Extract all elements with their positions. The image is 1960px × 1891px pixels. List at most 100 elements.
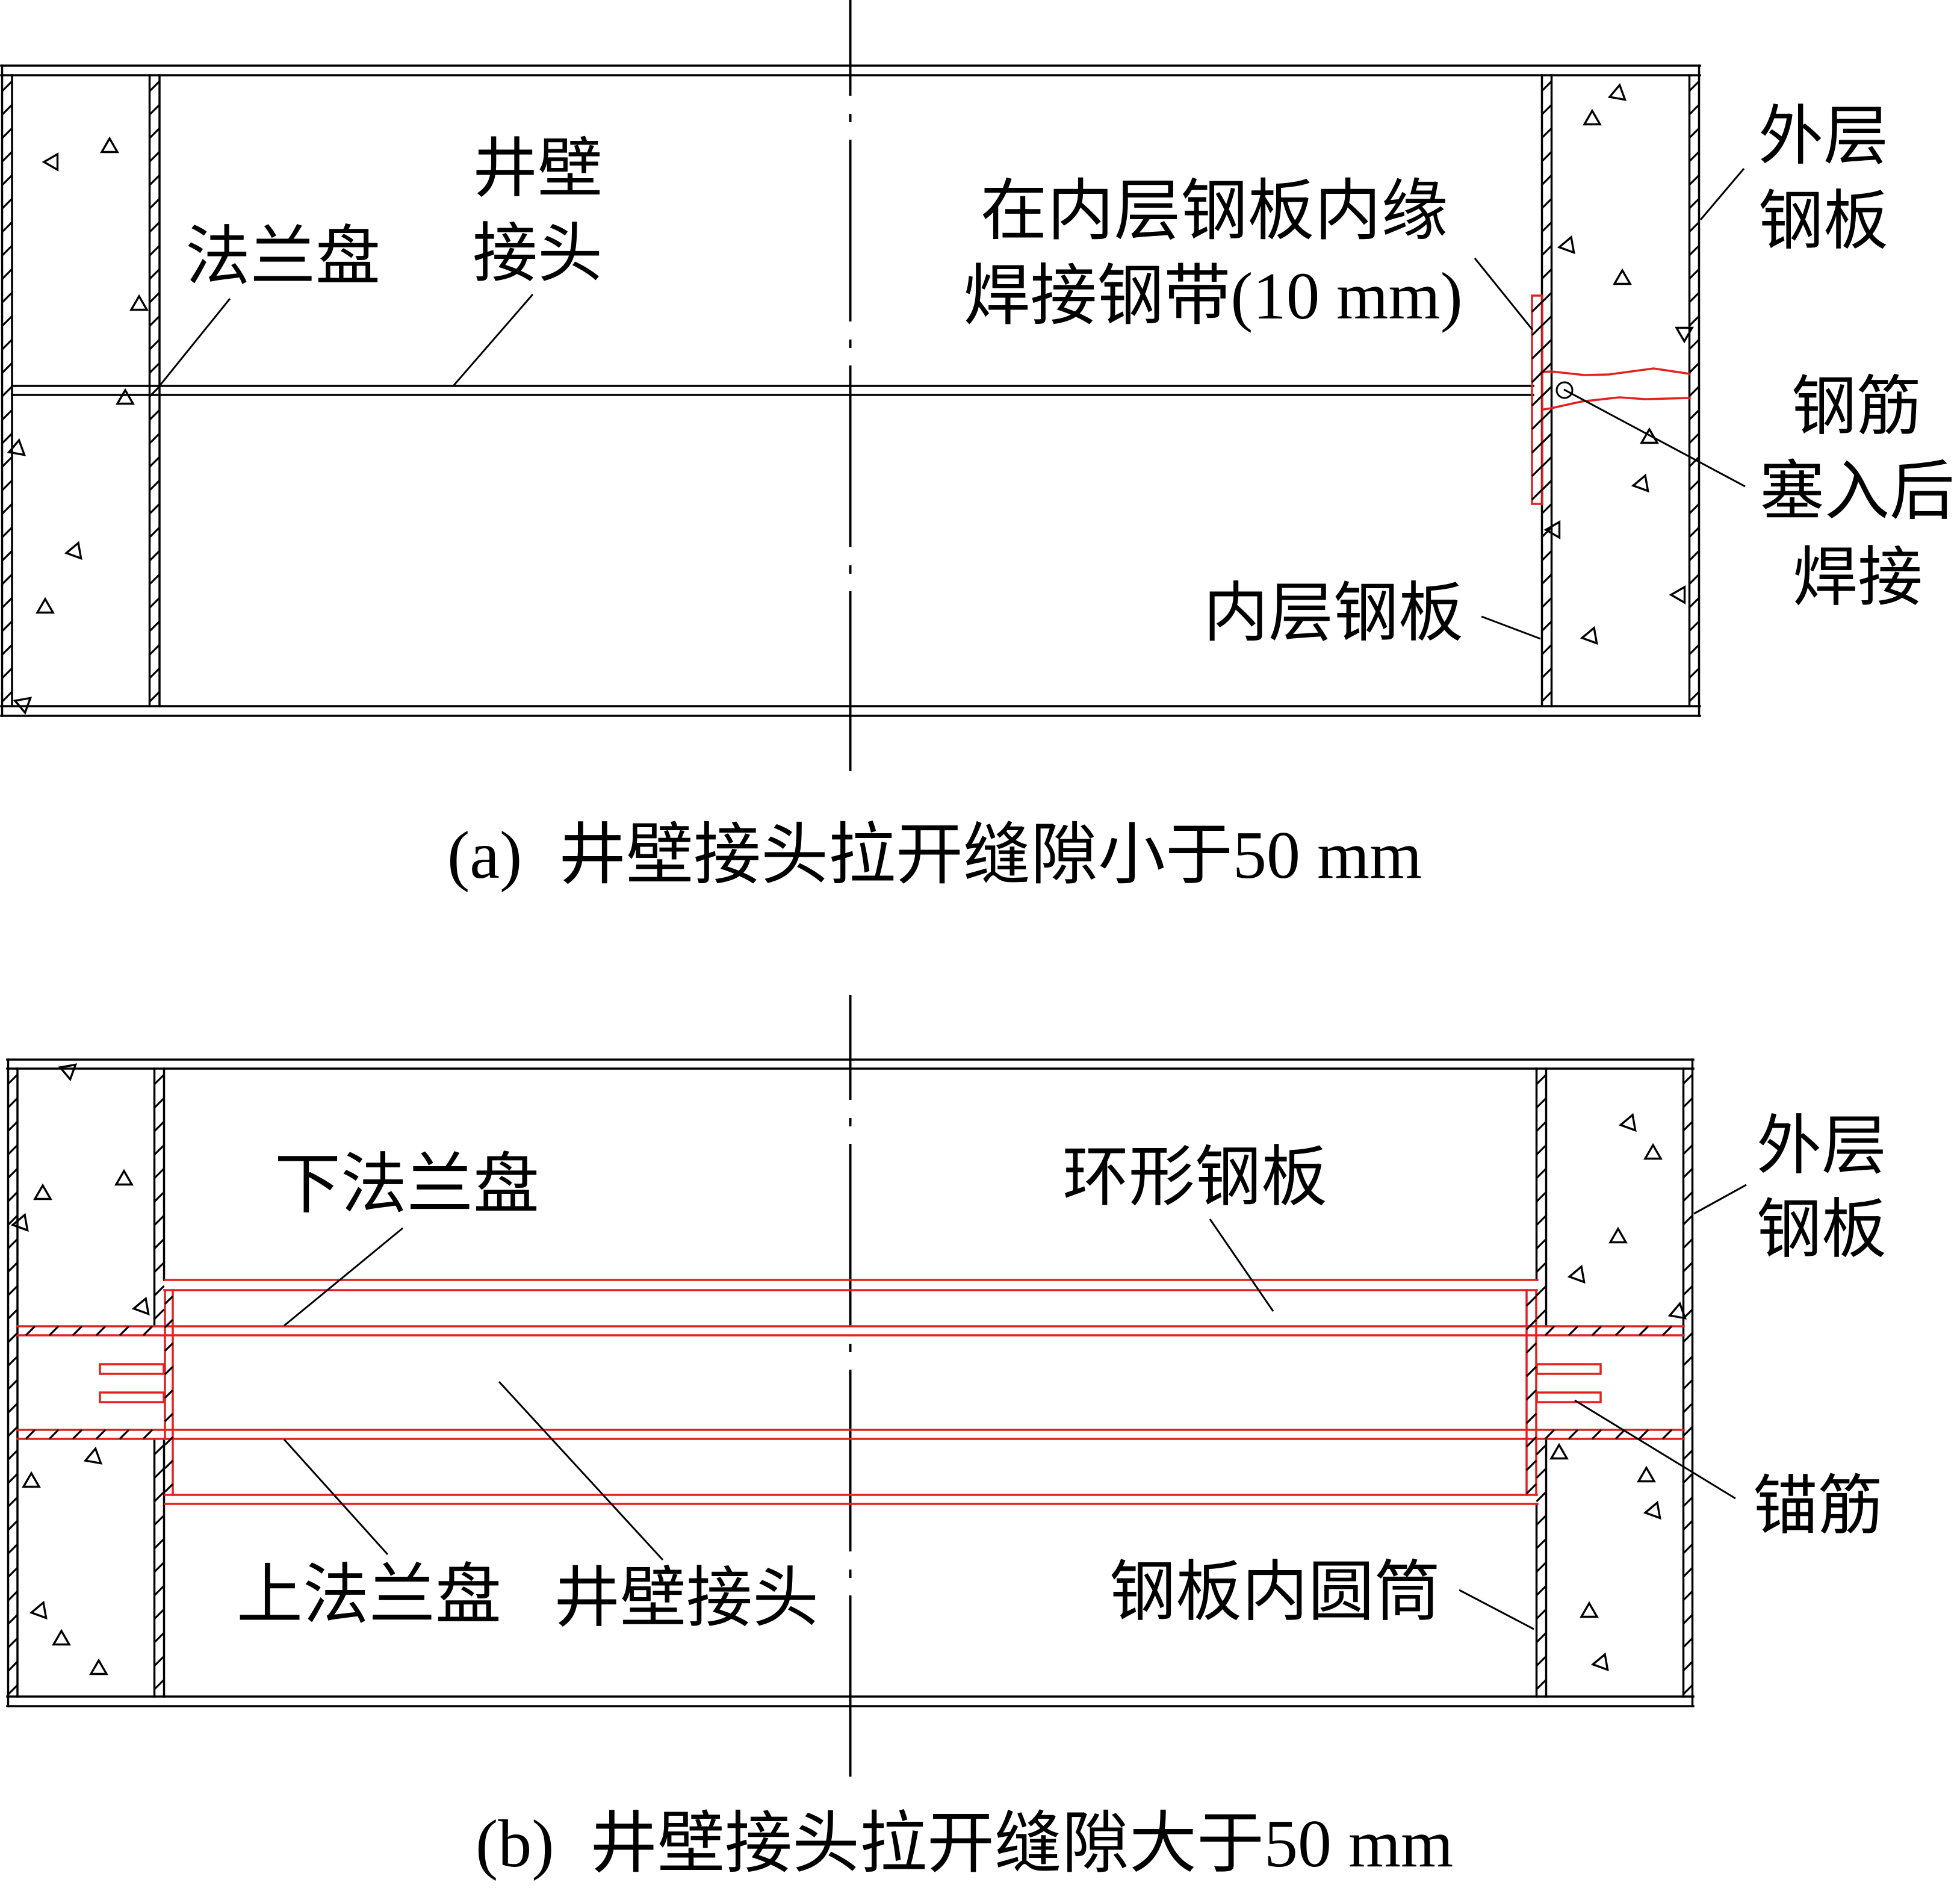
- hatch-line: [1536, 1144, 1547, 1156]
- aggregate-mark: [1608, 1226, 1628, 1244]
- aggregate-mark: [1557, 235, 1575, 255]
- hatch-line: [1, 221, 13, 233]
- label-inner-steel-cylinder: 钢板内圆筒: [1109, 1556, 1441, 1629]
- hatch-line: [1541, 691, 1552, 703]
- label-outer-steel-plate-line2: 钢板: [1757, 1194, 1887, 1266]
- hatch-line: [48, 1325, 60, 1337]
- caption-a-text: 井壁接头拉开缝隙小于50 mm: [559, 818, 1422, 893]
- hatch-line: [149, 268, 161, 280]
- aggregate-mark: [131, 1296, 150, 1316]
- hatch-line: [1689, 503, 1700, 515]
- anchor-bar-left-upper: [99, 1363, 165, 1375]
- hatch-line: [72, 1429, 83, 1440]
- hatch-line: [1614, 1325, 1626, 1337]
- hatch-line: [1, 197, 13, 210]
- hatch-line: [1525, 1389, 1537, 1401]
- hatch-line: [1638, 1429, 1649, 1440]
- hatch-line: [25, 1429, 36, 1440]
- hatch-line: [154, 1214, 165, 1226]
- hatch-line: [1682, 1402, 1693, 1414]
- hatch-line: [1541, 644, 1552, 656]
- hatch-line: [7, 1637, 19, 1648]
- hatch-line: [149, 526, 161, 538]
- hatch-line: [149, 691, 161, 703]
- label-shaft-wall-joint-line2: 接头: [473, 219, 603, 290]
- aggregate-mark: [64, 541, 82, 560]
- hatch-line: [1689, 197, 1700, 210]
- hatch-line: [1689, 644, 1700, 656]
- panel-b-labels: 下法兰盘 环形钢板 外层 钢板 锚筋 上法兰盘 井壁接头 钢板内圆筒: [237, 1111, 1887, 1635]
- label-shaft-wall-joint-line1: 井壁: [473, 134, 603, 205]
- hatch-line: [1541, 620, 1552, 632]
- hatch-line: [149, 174, 161, 186]
- hatch-line: [1536, 1608, 1547, 1620]
- aggregate-mark: [114, 1169, 134, 1186]
- hatch-line: [1536, 1191, 1547, 1203]
- caption-b-tag: (b): [476, 1807, 554, 1881]
- hatch-line: [1536, 1678, 1547, 1691]
- hatch-line: [1536, 1632, 1547, 1644]
- aggregate-mark: [89, 1658, 108, 1675]
- hatch-line: [1531, 441, 1543, 454]
- label-shaft-wall-joint: 井壁接头: [554, 1562, 819, 1635]
- welded-steel-strip: [1531, 294, 1543, 505]
- hatch-line: [1682, 1097, 1693, 1108]
- hatch-line: [1682, 1473, 1693, 1484]
- hatch-line: [1541, 151, 1552, 163]
- hatch-line: [1541, 315, 1552, 327]
- hatch-line: [1568, 1429, 1579, 1440]
- hatch-line: [7, 1543, 19, 1554]
- hatch-line: [149, 127, 161, 139]
- hatch-line: [7, 1308, 19, 1320]
- hatch-line: [7, 1567, 19, 1578]
- leader-inner-steel-cylinder: [1459, 1589, 1534, 1630]
- hatch-line: [1536, 1120, 1547, 1132]
- hatch-line: [1689, 597, 1700, 609]
- hatch-line: [149, 197, 161, 210]
- hatch-line: [1, 620, 13, 632]
- hatch-line: [1682, 1355, 1693, 1367]
- hatch-line: [1536, 1655, 1547, 1667]
- hatch-line: [1689, 315, 1700, 327]
- hatch-line: [164, 1342, 174, 1352]
- hatch-line: [1, 479, 13, 491]
- aggregate-mark: [1613, 268, 1632, 285]
- hatch-line: [7, 1261, 19, 1273]
- hatch-line: [1689, 691, 1700, 703]
- hatch-line: [1, 315, 13, 327]
- aggregate-mark: [83, 1446, 103, 1465]
- hatch-line: [1536, 1285, 1547, 1297]
- hatch-line: [1, 80, 13, 92]
- hatch-line: [1541, 385, 1552, 397]
- label-rebar-weld-line2: 塞入后: [1760, 456, 1955, 528]
- label-weld-strip-line2: 焊接钢带(10 mm): [963, 259, 1462, 334]
- hatch-line: [1689, 268, 1700, 280]
- hatch-line: [1, 151, 13, 163]
- hatch-line: [1525, 1459, 1537, 1471]
- hatch-line: [1531, 394, 1543, 407]
- hatch-line: [1, 503, 13, 515]
- hatch-line: [7, 1097, 19, 1108]
- hatch-line: [1536, 1585, 1547, 1597]
- hatch-line: [1, 127, 13, 139]
- panel-a-hatching: [1, 80, 1700, 703]
- hatch-line: [1682, 1543, 1693, 1554]
- hatch-line: [1689, 338, 1700, 350]
- hatch-line: [1682, 1191, 1693, 1202]
- hatch-line: [149, 620, 161, 632]
- hatch-line: [1689, 127, 1700, 139]
- panel-b: 下法兰盘 环形钢板 外层 钢板 锚筋 上法兰盘 井壁接头 钢板内圆筒 (b) 井壁…: [6, 995, 1887, 1881]
- hatch-line: [154, 1561, 165, 1573]
- hatch-line: [1, 291, 13, 303]
- hatch-line: [1, 526, 13, 538]
- hatch-line: [1, 550, 13, 562]
- hatch-line: [154, 1167, 165, 1179]
- hatch-line: [1536, 1444, 1547, 1456]
- hatch-line: [1682, 1073, 1693, 1085]
- hatch-line: [1541, 479, 1552, 491]
- hatch-line: [1541, 362, 1552, 374]
- hatch-line: [1531, 488, 1543, 501]
- hatch-line: [154, 1144, 165, 1156]
- label-outer-steel-plate-line1: 外层: [1758, 101, 1888, 173]
- hatch-line: [1536, 1467, 1547, 1479]
